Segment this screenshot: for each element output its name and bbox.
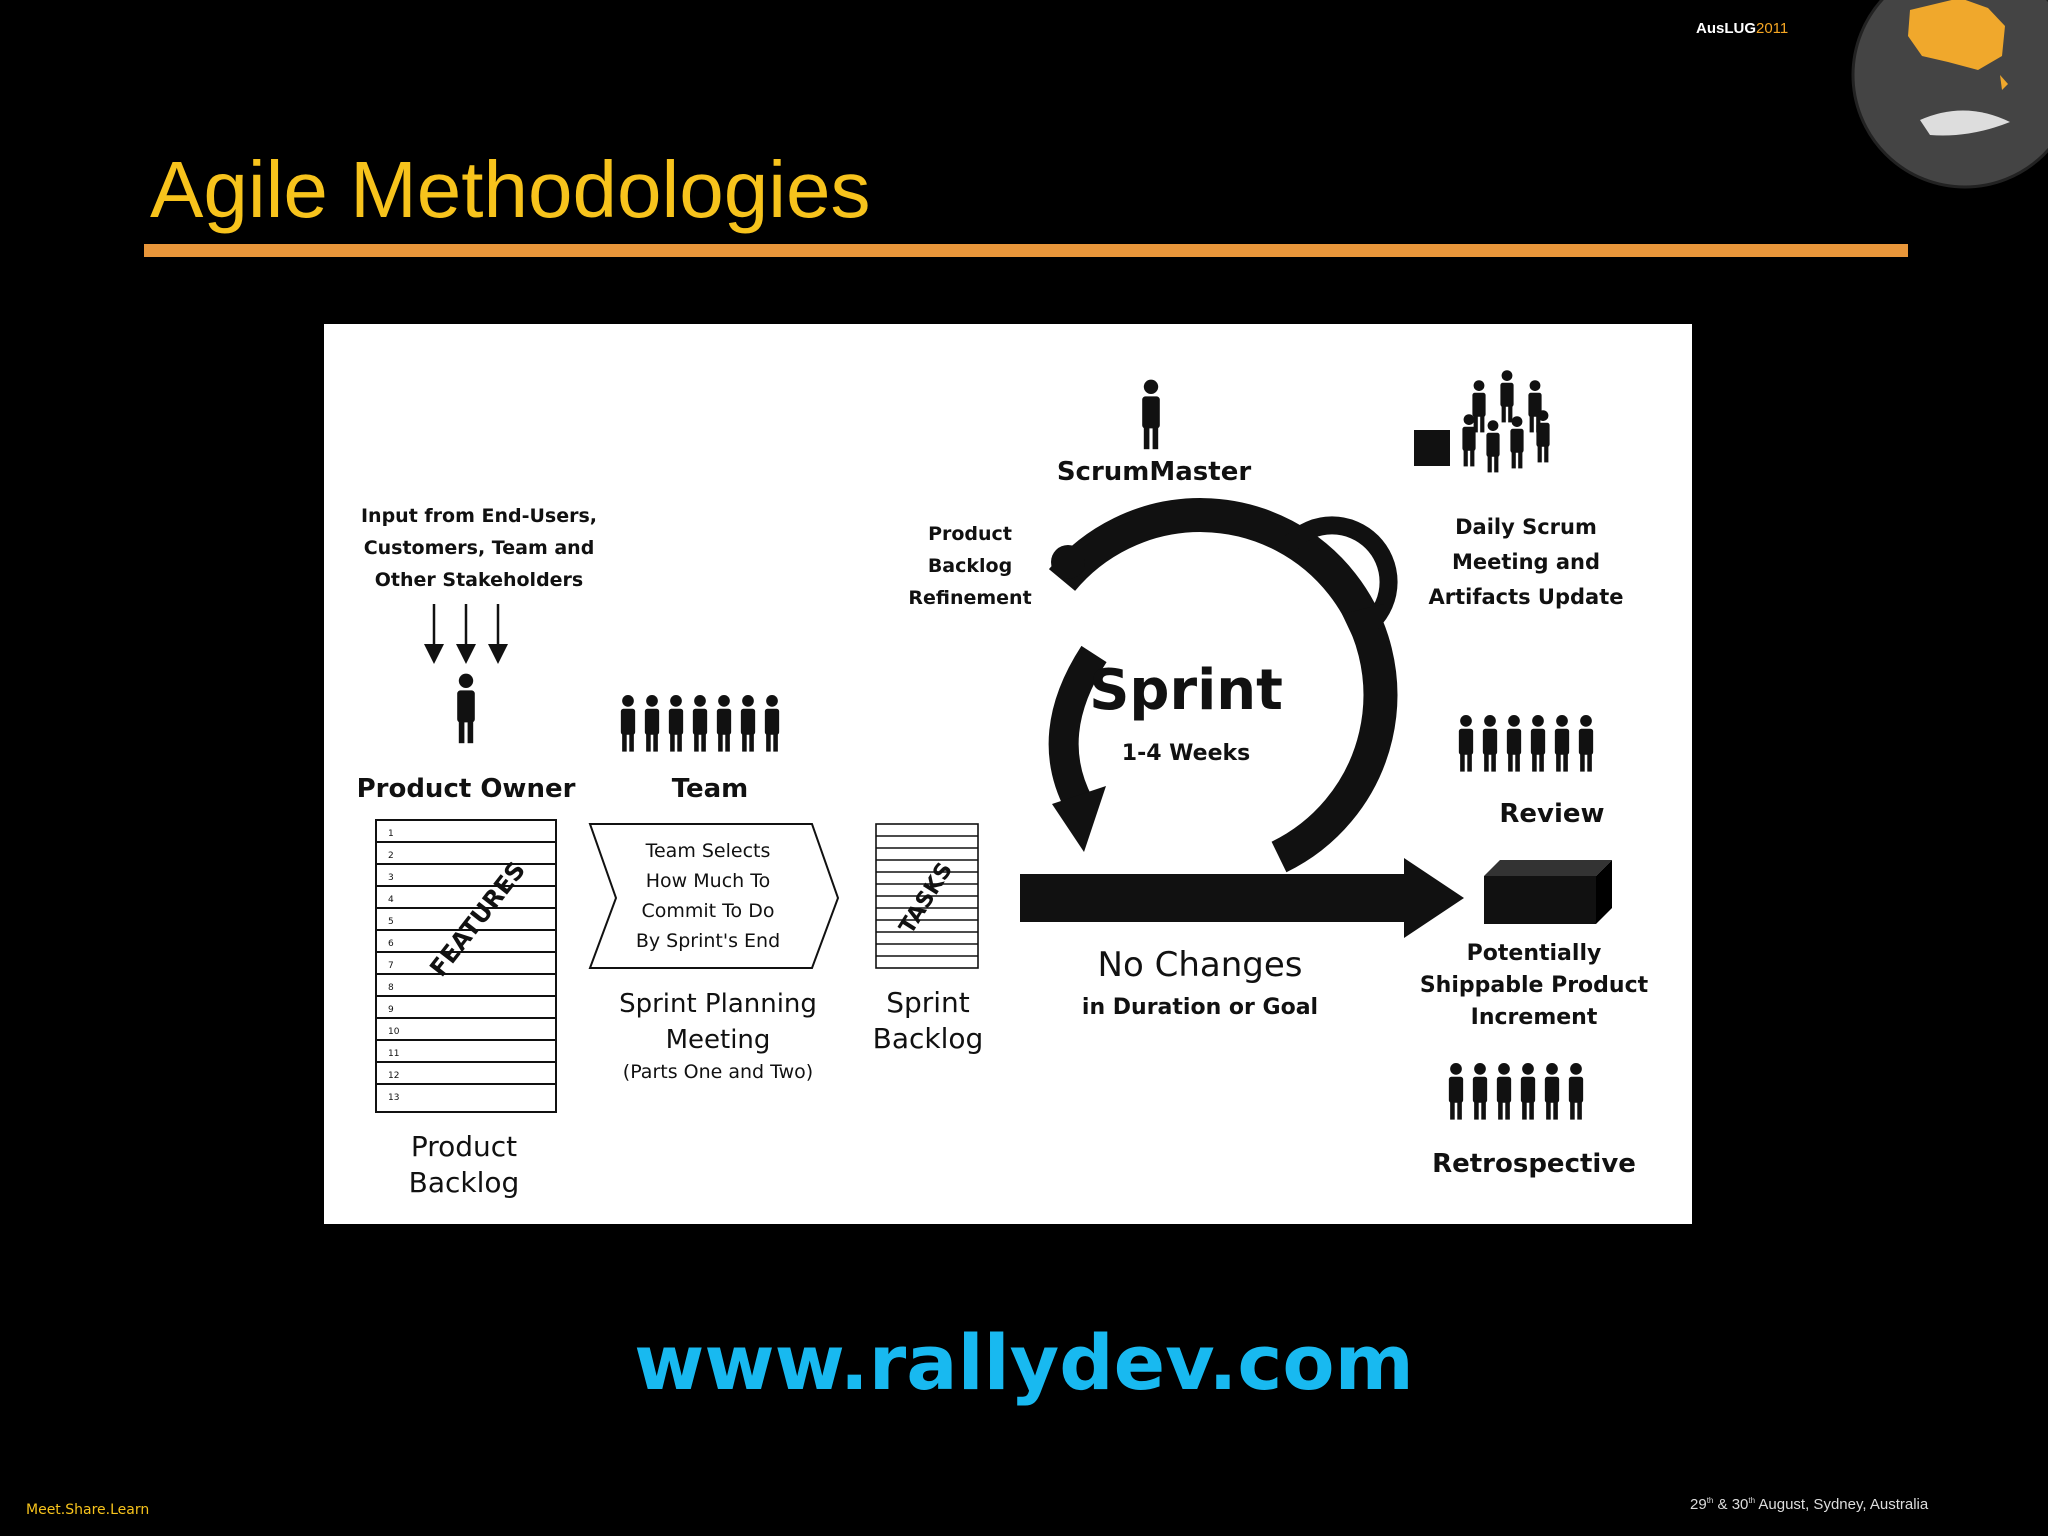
title-rule bbox=[144, 244, 1908, 257]
team-label: Team bbox=[672, 774, 749, 804]
retrospective-label: Retrospective bbox=[1432, 1149, 1636, 1179]
input-line-2: Customers, Team and bbox=[364, 537, 595, 559]
product-owner-icon bbox=[457, 673, 475, 744]
selects-chevron bbox=[588, 823, 840, 969]
planning-line-1: Sprint Planning bbox=[619, 989, 817, 1019]
no-changes-sub: in Duration or Goal bbox=[1082, 995, 1318, 1020]
selects-line-1: Team Selects bbox=[645, 840, 771, 862]
review-icons bbox=[1458, 715, 1594, 772]
scrum-diagram: Input from End-Users, Customers, Team an… bbox=[324, 324, 1692, 1224]
feature-num: 10 bbox=[388, 1027, 400, 1037]
feature-num: 12 bbox=[388, 1071, 399, 1081]
date-day1: 29 bbox=[1690, 1496, 1707, 1513]
input-arrows bbox=[424, 604, 508, 664]
retrospective-icons bbox=[1448, 1063, 1584, 1120]
footer-tagline: Meet.Share.Learn bbox=[26, 1502, 150, 1518]
sprint-label: Sprint bbox=[1089, 658, 1283, 723]
refinement-line-3: Refinement bbox=[908, 587, 1031, 609]
daily-scrum-line-1: Daily Scrum bbox=[1455, 515, 1597, 539]
refinement-line-2: Backlog bbox=[928, 555, 1012, 577]
feature-num: 9 bbox=[388, 1005, 394, 1015]
features-label: FEATURES bbox=[424, 856, 531, 982]
product-backlog-table bbox=[375, 819, 557, 1113]
team-icons bbox=[620, 695, 780, 752]
auslug-brand: AusLUG2011 bbox=[1696, 20, 1788, 37]
date-rest: August, Sydney, Australia bbox=[1755, 1496, 1929, 1513]
feature-num: 8 bbox=[388, 983, 394, 993]
increment-box-icon bbox=[1484, 860, 1612, 924]
product-owner-label: Product Owner bbox=[357, 774, 576, 804]
input-line-1: Input from End-Users, bbox=[361, 505, 597, 527]
daily-scrum-line-2: Meeting and bbox=[1452, 550, 1600, 574]
feature-num: 5 bbox=[388, 917, 394, 927]
daily-scrum-icons bbox=[1462, 370, 1550, 473]
feature-num: 3 bbox=[388, 873, 394, 883]
no-changes-label: No Changes bbox=[1098, 945, 1303, 985]
planning-sub: (Parts One and Two) bbox=[623, 1061, 813, 1083]
review-label: Review bbox=[1499, 799, 1604, 829]
sprint-backlog-list bbox=[875, 823, 979, 969]
feature-num: 1 bbox=[388, 829, 394, 839]
brand-prefix: AusLUG bbox=[1696, 20, 1756, 37]
daily-scrum-line-3: Artifacts Update bbox=[1428, 585, 1623, 609]
date-sup2: th bbox=[1748, 1496, 1756, 1505]
input-line-3: Other Stakeholders bbox=[375, 569, 584, 591]
sprint-backlog-line-2: Backlog bbox=[873, 1022, 984, 1055]
globe-icon bbox=[1851, 0, 2048, 189]
scrum-master-icon bbox=[1142, 379, 1160, 450]
feature-num: 11 bbox=[388, 1049, 399, 1059]
selects-line-2: How Much To bbox=[646, 870, 770, 892]
feature-num: 2 bbox=[388, 851, 394, 861]
product-backlog-line-2: Backlog bbox=[409, 1166, 520, 1199]
sprint-backlog-line-1: Sprint bbox=[886, 986, 970, 1019]
output-arrow bbox=[1020, 858, 1464, 938]
tasks-label: TASKS bbox=[895, 858, 958, 938]
sprint-cycle bbox=[1048, 498, 1398, 873]
slide-title: Agile Methodologies bbox=[150, 145, 871, 234]
selects-line-3: Commit To Do bbox=[642, 900, 775, 922]
date-sup1: th bbox=[1706, 1496, 1714, 1505]
date-day2: 30 bbox=[1731, 1496, 1749, 1513]
footer-date: 29th & 30th August, Sydney, Australia bbox=[1690, 1496, 1928, 1513]
date-amp: & bbox=[1713, 1496, 1732, 1513]
increment-line-2: Shippable Product bbox=[1420, 973, 1649, 998]
feature-num: 7 bbox=[388, 961, 394, 971]
diagonal-icon bbox=[1414, 430, 1450, 466]
refinement-line-1: Product bbox=[928, 523, 1012, 545]
feature-num: 13 bbox=[388, 1093, 399, 1103]
site-url[interactable]: www.rallydev.com bbox=[634, 1318, 1414, 1407]
brand-year: 2011 bbox=[1756, 20, 1789, 37]
sprint-duration: 1-4 Weeks bbox=[1122, 741, 1250, 766]
increment-line-1: Potentially bbox=[1467, 941, 1602, 966]
feature-num: 6 bbox=[388, 939, 394, 949]
feature-num: 4 bbox=[388, 895, 394, 905]
product-backlog-line-1: Product bbox=[411, 1130, 517, 1163]
increment-line-3: Increment bbox=[1471, 1005, 1598, 1030]
selects-line-4: By Sprint's End bbox=[636, 930, 780, 952]
scrum-master-label: ScrumMaster bbox=[1057, 457, 1252, 487]
planning-line-2: Meeting bbox=[666, 1025, 771, 1055]
